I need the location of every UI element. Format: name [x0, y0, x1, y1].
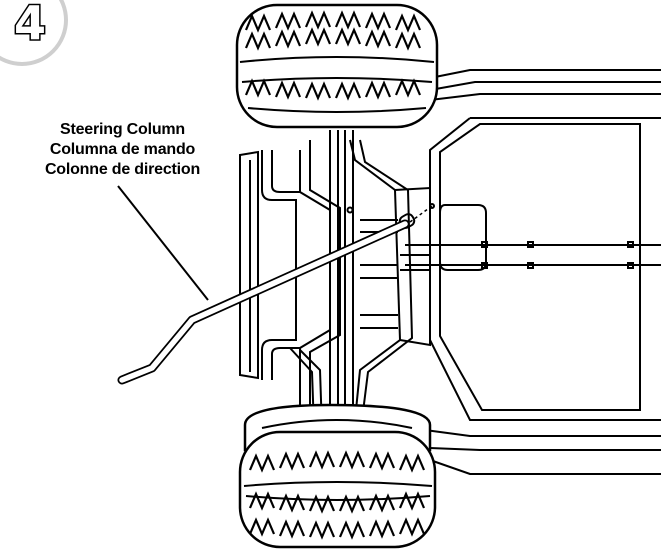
- step-badge: [0, 0, 68, 66]
- callout-label-spanish: Columna de mando: [49, 141, 196, 158]
- callout-leader-line: [117, 185, 209, 301]
- callout-label-french: Colonne de direction: [44, 161, 201, 178]
- front-top-tire: [235, 3, 439, 129]
- callout-label-english: Steering Column: [59, 121, 185, 138]
- steering-column-callout: Steering Column Columna de mando Colonne…: [0, 120, 245, 180]
- step-number: 4: [12, 0, 47, 50]
- front-bottom-tire: [238, 403, 437, 549]
- vehicle-body-frame: [405, 69, 661, 475]
- steering-column-rod: [117, 219, 410, 385]
